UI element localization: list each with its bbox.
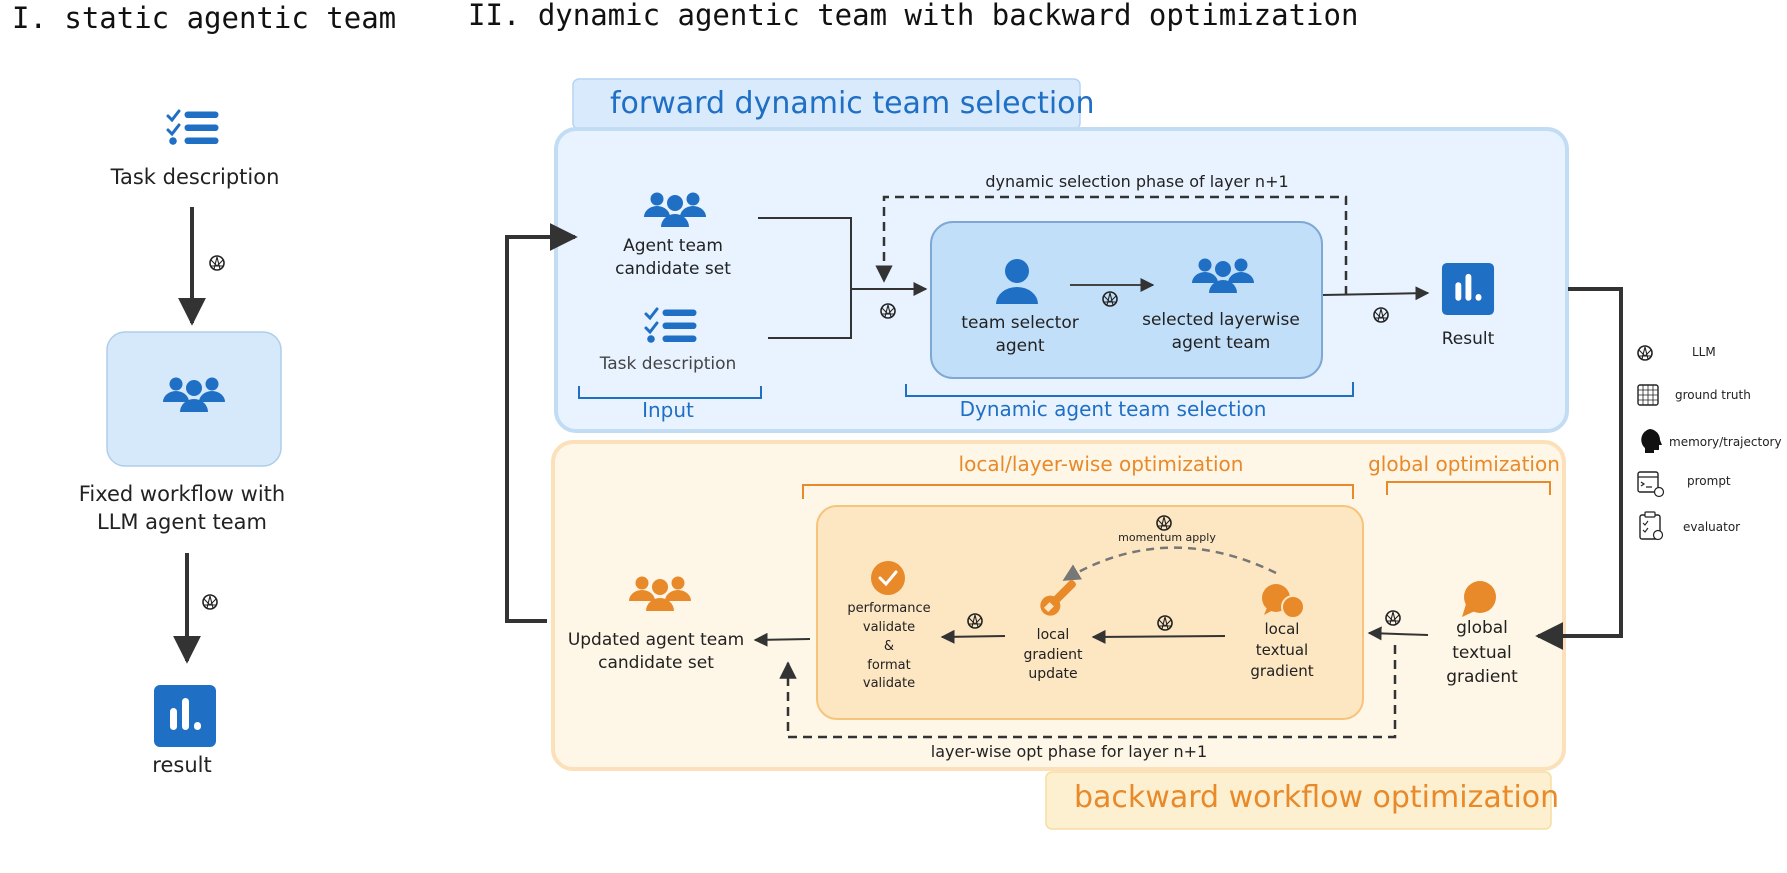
local-gradient-icon — [1262, 584, 1305, 619]
local-opt-bracket — [802, 484, 1354, 499]
arrow-team-to-result — [1322, 286, 1430, 301]
llm-icon — [202, 594, 218, 610]
global-opt-label: global optimization — [1368, 452, 1560, 476]
memory-trajectory-icon — [1641, 429, 1662, 453]
arrow-global-to-local — [1367, 626, 1429, 641]
local-gradient-label: local textual gradient — [1250, 620, 1314, 680]
selection-bracket — [905, 382, 1354, 397]
updated-candidate-label: Updated agent team candidate set — [567, 630, 745, 673]
backward-banner: backward workflow optimization — [1074, 780, 1560, 815]
static-workflow-label: Fixed workflow with LLM agent team — [78, 482, 286, 535]
task-list-icon — [166, 109, 220, 146]
evaluator-icon — [1639, 511, 1664, 541]
static-task-description: Task description — [110, 165, 280, 189]
task-list-icon — [644, 307, 698, 344]
selected-team-label: selected layerwise agent team — [1142, 310, 1300, 353]
selector-agent-head — [1005, 259, 1029, 283]
backward-banner-box — [1045, 771, 1552, 830]
result-chart-icon — [154, 685, 216, 747]
global-gradient-tail — [1462, 604, 1475, 617]
input-bracket — [578, 386, 762, 399]
arrow-gradient-to-update — [1091, 629, 1226, 644]
local-opt-inner-box — [816, 505, 1364, 720]
team-selector-label: team selector agent — [961, 313, 1079, 356]
llm-icon — [1637, 345, 1653, 361]
forward-result-label: Result — [1441, 329, 1495, 349]
ground-truth-icon — [1637, 384, 1659, 406]
selector-agent-body — [996, 287, 1038, 304]
legend-evaluator-label: evaluator — [1683, 520, 1741, 534]
legend-prompt-label: prompt — [1687, 474, 1731, 488]
static-team-title: I. static agentic team — [12, 1, 397, 35]
validate-check-icon — [871, 561, 905, 595]
momentum-arrow — [1062, 546, 1277, 582]
result-to-global-arrow — [1535, 287, 1623, 650]
arrow-validate-to-updated — [753, 632, 811, 647]
legend-ground-truth-label: ground truth — [1675, 388, 1751, 402]
dynamic-loop-arrow — [875, 195, 1348, 295]
prompt-icon — [1637, 471, 1665, 498]
legend-memory-label: memory/trajectory — [1669, 435, 1782, 449]
result-chart-icon — [1441, 262, 1495, 316]
forward-task-description: Task description — [599, 354, 737, 374]
dynamic-loop-label: dynamic selection phase of layer n+1 — [985, 172, 1289, 191]
candidate-connector — [758, 217, 852, 339]
global-opt-bracket — [1386, 481, 1551, 495]
forward-banner: forward dynamic team selection — [610, 86, 1095, 121]
agent-team-candidate-label: Agent team candidate set — [615, 236, 731, 279]
global-gradient-icon — [1464, 581, 1496, 613]
arrow-update-to-validate — [940, 629, 1006, 644]
llm-icon — [209, 255, 225, 271]
legend-llm-label: LLM — [1692, 345, 1716, 359]
selection-inner-box — [930, 221, 1323, 379]
wrench-icon — [1040, 580, 1076, 616]
momentum-label: momentum apply — [1118, 531, 1216, 544]
validate-check-mark — [878, 570, 898, 587]
layerwise-loop-arrow — [779, 645, 1397, 739]
local-update-label: local gradient update — [1023, 627, 1083, 683]
global-gradient-label: global textual gradient — [1446, 618, 1518, 688]
updated-to-candidate-arrow — [505, 223, 578, 623]
dynamic-team-title: II. dynamic agentic team with backward o… — [468, 0, 1359, 32]
input-label: Input — [642, 398, 694, 422]
validate-label: performance validate & format validate — [847, 601, 931, 692]
layerwise-phase-label: layer-wise opt phase for layer n+1 — [930, 742, 1208, 761]
selection-label: Dynamic agent team selection — [959, 397, 1267, 421]
local-opt-label: local/layer-wise optimization — [958, 452, 1244, 476]
static-result-label: result — [152, 753, 212, 777]
